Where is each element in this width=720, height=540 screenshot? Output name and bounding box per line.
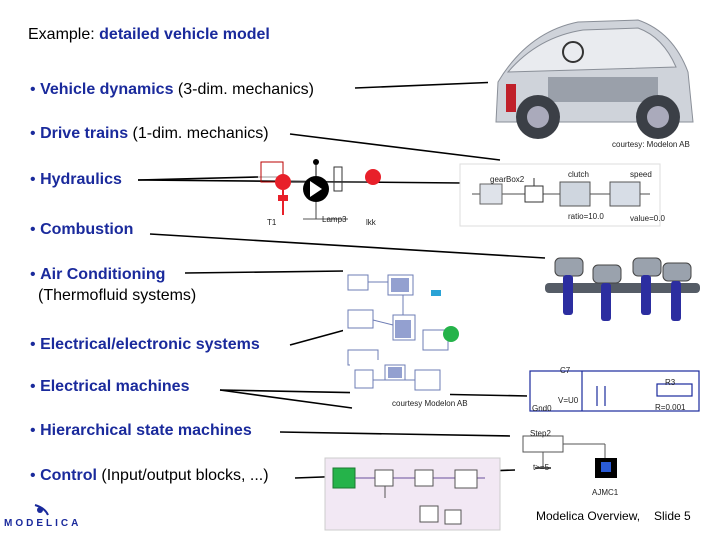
footer-title: Modelica Overview, (536, 509, 641, 523)
bullet-state-machines: • Hierarchical state machines (30, 421, 252, 441)
bullet-control: • Control (Input/output blocks, ...) (30, 466, 269, 486)
bullet-bold: Electrical machines (40, 378, 190, 395)
bullet-dot: • (30, 378, 36, 395)
bullet-hydraulics: • Hydraulics (30, 170, 122, 190)
car-cutaway-image (488, 12, 698, 147)
sm-label-cond: t>=5 (533, 463, 550, 472)
title-prefix: Example: (28, 26, 100, 43)
el-label-c: C7 (560, 366, 571, 375)
bullet-electrical-machines: • Electrical machines (30, 377, 189, 397)
dt-label-wheel: value=0.0 (630, 214, 665, 223)
bullet-bold: Drive trains (40, 125, 129, 142)
em-diagram (350, 360, 450, 405)
bullet-bold: Hydraulics (40, 171, 122, 188)
bullet-dot: • (30, 467, 36, 484)
bullet-bold: Control (40, 467, 97, 484)
bullet-electrical-systems: • Electrical/electronic systems (30, 335, 260, 355)
aircon-diagram (343, 270, 463, 370)
bullet-bold: Electrical/electronic systems (40, 336, 260, 353)
bullet-combustion: • Combustion (30, 220, 133, 240)
el-label-val: R=0.001 (655, 403, 686, 412)
title-highlight: detailed vehicle model (99, 26, 270, 43)
bullet-rest: (3-dim. mechanics) (173, 81, 314, 98)
bullet-dot: • (30, 422, 36, 439)
hyd-label-val: lkk (366, 218, 376, 227)
hyd-label-t1: T1 (267, 218, 277, 227)
bullet-bold: Combustion (40, 221, 134, 238)
crankshaft-image (545, 257, 700, 321)
car-credit: courtesy: Modelon AB (612, 140, 690, 149)
logo-text: MODELICA (4, 518, 82, 529)
bullet-dot: • (30, 266, 36, 283)
bullet-vehicle-dynamics: • Vehicle dynamics (3-dim. mechanics) (30, 80, 314, 100)
state-machine-diagram (515, 428, 635, 508)
bullet-dot: • (30, 336, 36, 353)
hydraulics-diagram (258, 159, 381, 220)
bullet-dot: • (30, 81, 36, 98)
bullet-dot: • (30, 221, 36, 238)
el-label-gnd: Gnd0 (532, 404, 552, 413)
logo-graphic (34, 504, 49, 516)
bullet-bold: Vehicle dynamics (40, 81, 174, 98)
electrical-diagram (527, 366, 702, 416)
sm-label-step: Step2 (530, 429, 551, 438)
slide-title: Example: detailed vehicle model (28, 26, 270, 44)
dt-label-clutch: clutch (568, 170, 589, 179)
aircon-credit: courtesy Modelon AB (392, 399, 468, 408)
footer-slide-number: Slide 5 (654, 509, 691, 523)
bullet-air-conditioning: • Air Conditioning (30, 265, 165, 285)
hyd-label-lamp: Lamp3 (322, 215, 347, 224)
bullet-dot: • (30, 171, 36, 188)
dt-label-ratio: ratio=10.0 (568, 212, 604, 221)
control-diagram (324, 457, 501, 531)
bullet-bold: Hierarchical state machines (40, 422, 252, 439)
bullet-dot: • (30, 125, 36, 142)
bullet-air-conditioning-sub: (Thermofluid systems) (38, 287, 197, 304)
bullet-rest: (Input/output blocks, ...) (96, 467, 269, 484)
sm-label-block: AJMC1 (592, 488, 619, 497)
el-label-v: V=U0 (558, 396, 579, 405)
bullet-rest: (1-dim. mechanics) (128, 125, 269, 142)
dt-label-speed: speed (630, 170, 652, 179)
dt-label-gear: gearBox2 (490, 175, 525, 184)
drivetrain-diagram (459, 163, 661, 227)
el-label-r: R3 (665, 378, 676, 387)
bullet-drive-trains: • Drive trains (1-dim. mechanics) (30, 124, 269, 144)
bullet-bold: Air Conditioning (40, 266, 166, 283)
